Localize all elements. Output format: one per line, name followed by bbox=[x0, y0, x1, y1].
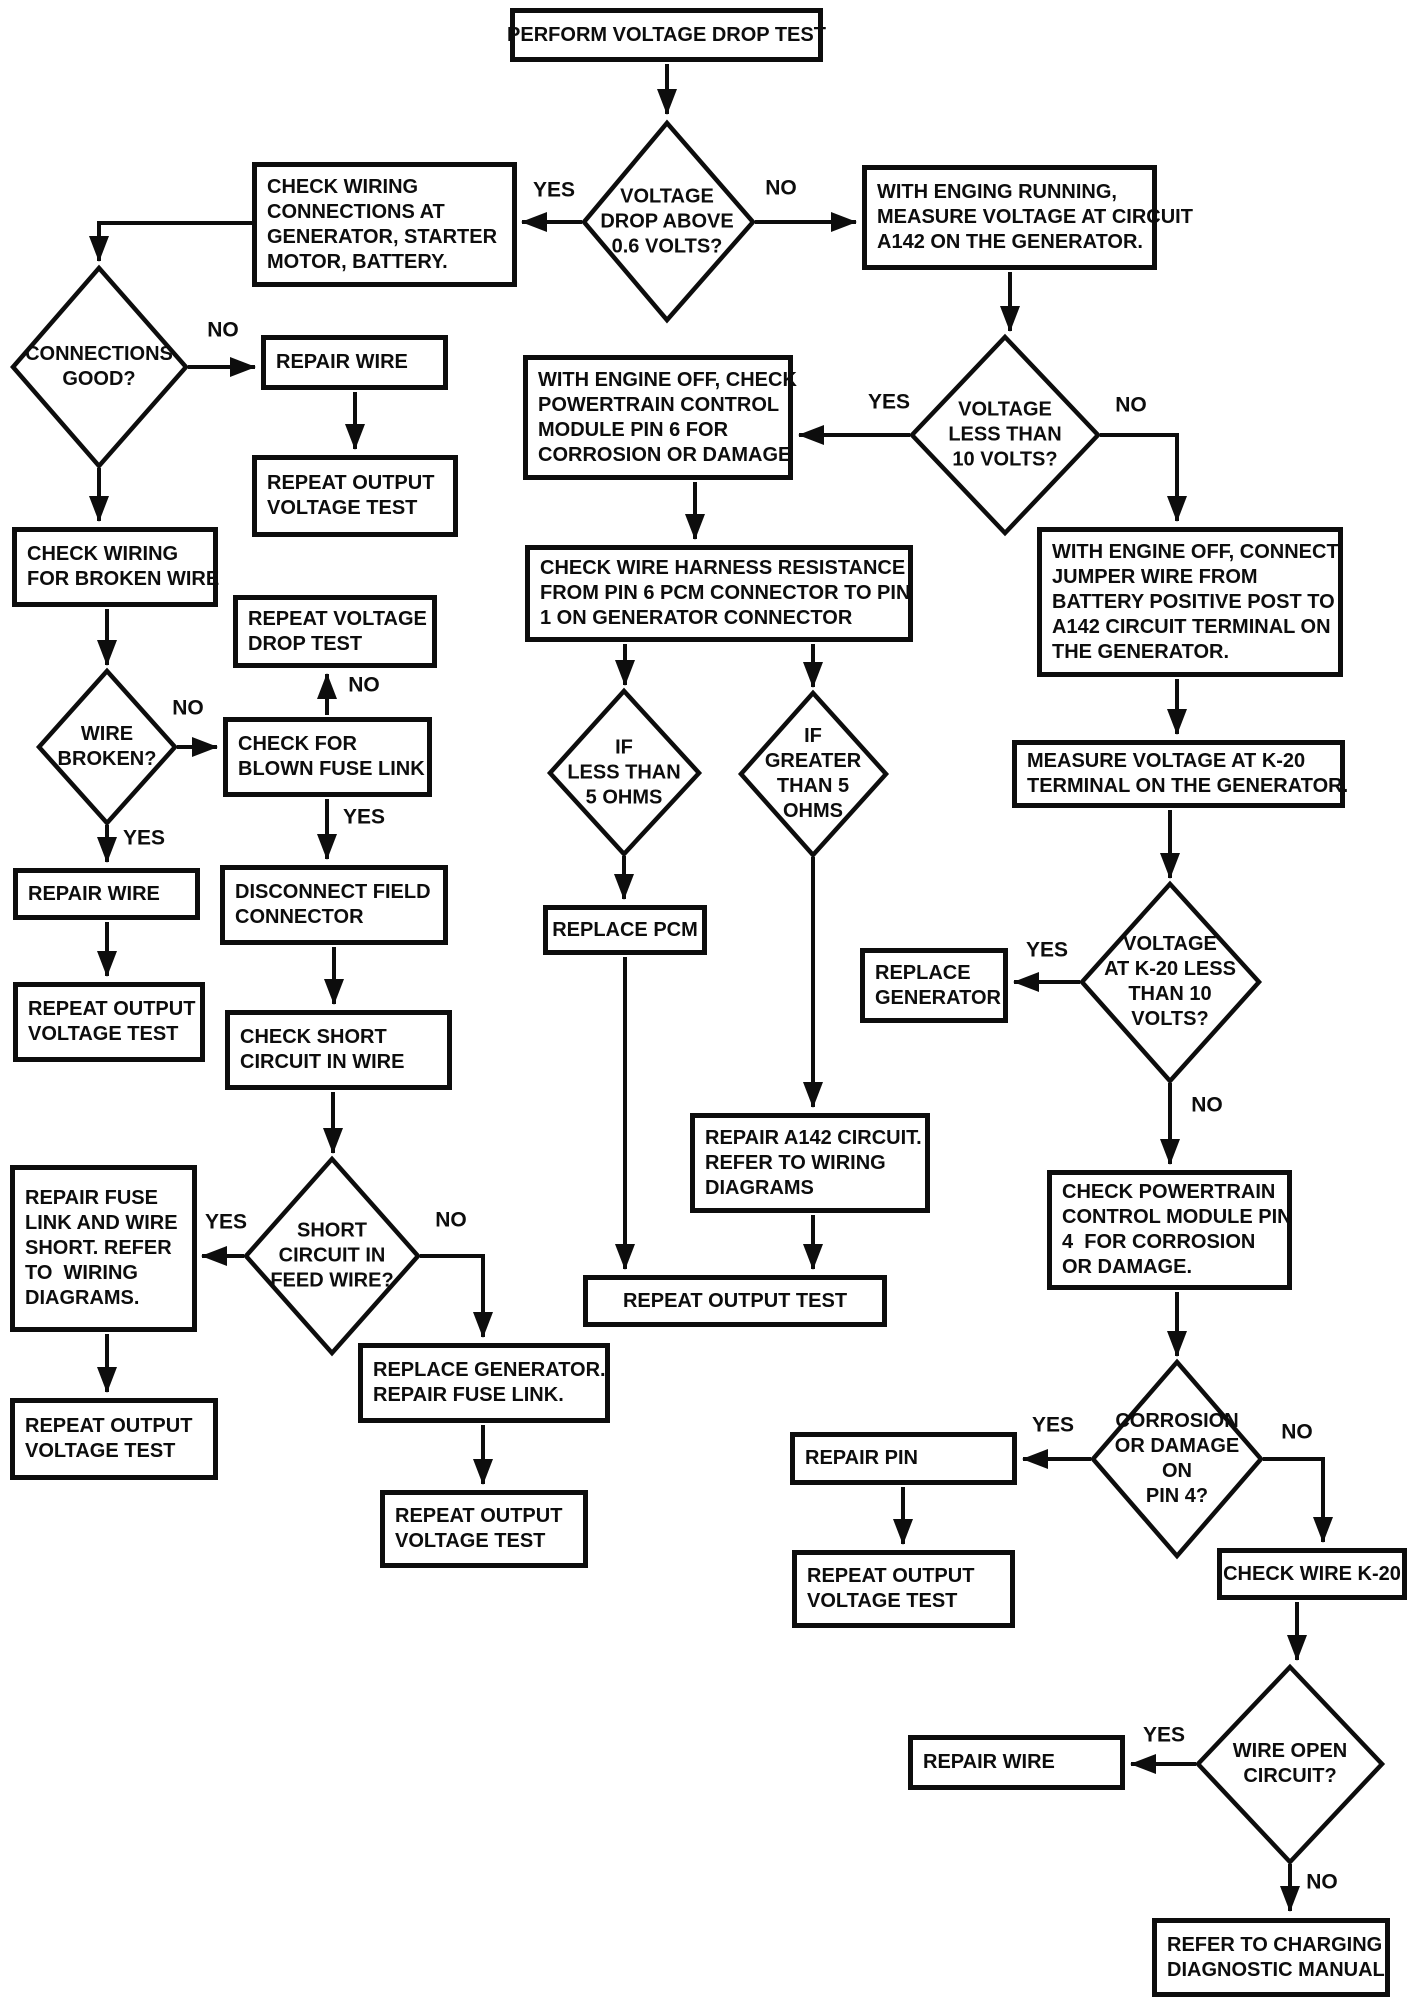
decision-k20-less-than-10: VOLTAGE AT K-20 LESS THAN 10 VOLTS? bbox=[1104, 933, 1236, 1030]
branch-label-yes-blown-fuse: YES bbox=[342, 805, 386, 829]
node-repeat-output-voltage-test-2: REPEAT OUTPUT VOLTAGE TEST bbox=[13, 982, 205, 1062]
branch-label-no-k20-less-10: NO bbox=[1191, 1093, 1223, 1117]
node-check-wiring-connections: CHECK WIRING CONNECTIONS AT GENERATOR, S… bbox=[252, 162, 517, 287]
node-check-wire-k20: CHECK WIRE K-20 bbox=[1217, 1548, 1407, 1600]
node-check-wiring-for-broken-wire: CHECK WIRING FOR BROKEN WIRE bbox=[12, 527, 219, 607]
branch-label-yes-voltage-drop: YES bbox=[532, 178, 576, 202]
node-check-blown-fuse-link: CHECK FOR BLOWN FUSE LINK bbox=[223, 717, 432, 797]
node-repair-pin: REPAIR PIN bbox=[790, 1432, 1017, 1485]
node-repeat-output-test: REPEAT OUTPUT TEST bbox=[583, 1275, 887, 1327]
branch-label-yes-wire-broken: YES bbox=[122, 826, 166, 850]
node-disconnect-field-connector: DISCONNECT FIELD CONNECTOR bbox=[220, 865, 448, 945]
decision-if-greater-than-5-ohms: IF GREATER THAN 5 OHMS bbox=[764, 725, 862, 822]
decision-voltage-less-than-10: VOLTAGE LESS THAN 10 VOLTS? bbox=[948, 398, 1062, 471]
decision-corrosion-damage-pin4: CORROSION OR DAMAGE ON PIN 4? bbox=[1114, 1410, 1240, 1507]
decision-connections-good: CONNECTIONS GOOD? bbox=[25, 343, 173, 390]
node-replace-generator-repair-fuse-link: REPLACE GENERATOR. REPAIR FUSE LINK. bbox=[358, 1343, 610, 1423]
node-engine-off-jumper-wire: WITH ENGINE OFF, CONNECT JUMPER WIRE FRO… bbox=[1037, 527, 1343, 677]
branch-label-no-blown-fuse: NO bbox=[348, 673, 380, 697]
branch-label-yes-k20-less-10: YES bbox=[1025, 938, 1069, 962]
node-check-wire-harness-resistance: CHECK WIRE HARNESS RESISTANCE FROM PIN 6… bbox=[525, 545, 913, 642]
node-perform-voltage-drop-test: PERFORM VOLTAGE DROP TEST bbox=[507, 8, 826, 62]
branch-label-yes-voltage-less-10: YES bbox=[867, 390, 911, 414]
node-repair-a142-circuit: REPAIR A142 CIRCUIT. REFER TO WIRING DIA… bbox=[690, 1113, 930, 1213]
node-repeat-output-voltage-test-1: REPEAT OUTPUT VOLTAGE TEST bbox=[252, 455, 458, 537]
node-repair-wire-2: REPAIR WIRE bbox=[13, 868, 200, 920]
node-check-pcm-pin4: CHECK POWERTRAIN CONTROL MODULE PIN 4 FO… bbox=[1047, 1170, 1292, 1290]
node-repeat-output-voltage-test-5: REPEAT OUTPUT VOLTAGE TEST bbox=[792, 1550, 1015, 1628]
node-replace-pcm: REPLACE PCM bbox=[543, 905, 707, 955]
decision-if-less-than-5-ohms: IF LESS THAN 5 OHMS bbox=[567, 736, 681, 809]
branch-label-no-corrosion-pin4: NO bbox=[1281, 1420, 1313, 1444]
node-repeat-output-voltage-test-3: REPEAT OUTPUT VOLTAGE TEST bbox=[10, 1398, 218, 1480]
branch-label-yes-corrosion-pin4: YES bbox=[1031, 1413, 1075, 1437]
decision-short-circuit-feed-wire: SHORT CIRCUIT IN FEED WIRE? bbox=[270, 1219, 394, 1292]
node-repair-fuse-link-and-wire-short: REPAIR FUSE LINK AND WIRE SHORT. REFER T… bbox=[10, 1165, 197, 1332]
decision-wire-open-circuit: WIRE OPEN CIRCUIT? bbox=[1232, 1740, 1348, 1787]
node-engine-off-check-pcm-pin6: WITH ENGINE OFF, CHECK POWERTRAIN CONTRO… bbox=[523, 355, 797, 480]
branch-label-no-wire-open: NO bbox=[1306, 1870, 1338, 1894]
node-repair-wire-3: REPAIR WIRE bbox=[908, 1735, 1125, 1790]
node-refer-charging-diagnostic-manual: REFER TO CHARGING DIAGNOSTIC MANUAL bbox=[1152, 1918, 1390, 1997]
node-check-short-circuit-in-wire: CHECK SHORT CIRCUIT IN WIRE bbox=[225, 1010, 452, 1090]
decision-voltage-drop-above: VOLTAGE DROP ABOVE 0.6 VOLTS? bbox=[600, 185, 734, 258]
branch-label-yes-short-circuit: YES bbox=[204, 1210, 248, 1234]
node-replace-generator: REPLACE GENERATOR bbox=[860, 948, 1008, 1023]
node-repair-wire-1: REPAIR WIRE bbox=[261, 335, 448, 390]
node-repeat-output-voltage-test-4: REPEAT OUTPUT VOLTAGE TEST bbox=[380, 1490, 588, 1568]
node-measure-voltage-k20: MEASURE VOLTAGE AT K-20 TERMINAL ON THE … bbox=[1012, 740, 1348, 808]
branch-label-yes-wire-open: YES bbox=[1142, 1723, 1186, 1747]
node-repeat-voltage-drop-test: REPEAT VOLTAGE DROP TEST bbox=[233, 595, 437, 668]
decision-wire-broken: WIRE BROKEN? bbox=[57, 723, 157, 770]
branch-label-no-short-circuit: NO bbox=[435, 1208, 467, 1232]
node-engine-running-measure-a142: WITH ENGING RUNNING, MEASURE VOLTAGE AT … bbox=[862, 165, 1193, 270]
branch-label-no-voltage-drop: NO bbox=[765, 176, 797, 200]
branch-label-no-voltage-less-10: NO bbox=[1115, 393, 1147, 417]
branch-label-no-wire-broken: NO bbox=[172, 696, 204, 720]
branch-label-no-connections-good: NO bbox=[207, 318, 239, 342]
